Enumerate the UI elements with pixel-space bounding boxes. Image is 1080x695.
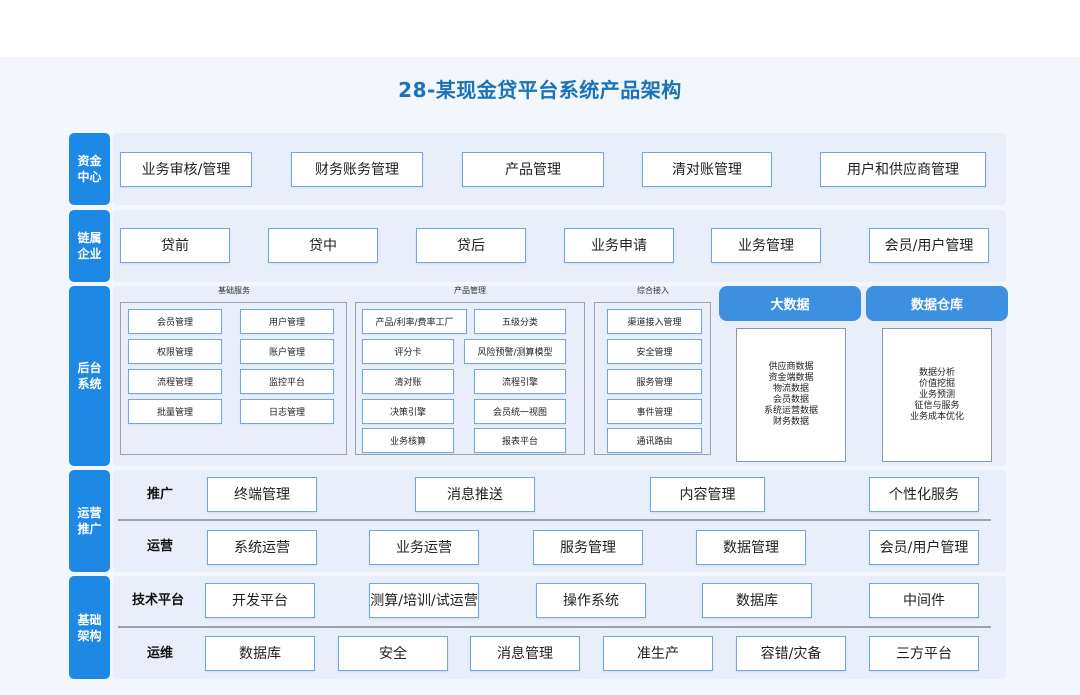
section-label-chain: 链属企业	[69, 210, 110, 282]
operation-item: 业务运营	[369, 530, 479, 565]
product-item: 清对账	[362, 369, 454, 394]
basic-item: 流程管理	[128, 369, 222, 394]
funds-item: 业务审核/管理	[120, 152, 252, 187]
access-item: 事件管理	[607, 399, 702, 424]
section-label-infra: 基础架构	[69, 576, 110, 679]
product-item: 会员统一视图	[474, 399, 566, 424]
promotion-item: 消息推送	[415, 477, 535, 512]
basic-item: 账户管理	[240, 339, 334, 364]
operation-item: 会员/用户管理	[869, 530, 979, 565]
group-product-management	[355, 302, 585, 455]
product-item: 报表平台	[474, 428, 566, 453]
funds-item: 财务账务管理	[291, 152, 423, 187]
row-label-tech-platform: 技术平台	[131, 593, 184, 608]
group-basic-services	[120, 302, 347, 455]
tech-platform-item: 操作系统	[536, 583, 646, 618]
om-item: 安全	[338, 636, 448, 671]
funds-item: 用户和供应商管理	[820, 152, 986, 187]
product-item: 决策引擎	[362, 399, 454, 424]
product-item: 流程引擎	[474, 369, 566, 394]
promotion-item: 个性化服务	[869, 477, 979, 512]
om-item: 三方平台	[869, 636, 979, 671]
data-warehouse-list: 数据分析 价值挖掘 业务预测 征信与服务 业务成本优化	[882, 328, 992, 462]
tech-platform-item: 测算/培训/试运营	[369, 583, 479, 618]
row-label-promotion: 推广	[146, 487, 173, 502]
section-label-backend: 后台系统	[69, 286, 110, 466]
tech-platform-item: 开发平台	[205, 583, 315, 618]
panel-chain	[113, 210, 1006, 282]
group-title-product: 产品管理	[454, 286, 486, 295]
group-title-basic: 基础服务	[218, 286, 250, 295]
access-item: 通讯路由	[607, 428, 702, 453]
tech-platform-item: 中间件	[869, 583, 979, 618]
product-item: 五级分类	[474, 309, 566, 334]
product-item: 风险预警/测算模型	[464, 339, 566, 364]
header-data-warehouse: 数据仓库	[866, 286, 1008, 321]
chain-item: 贷前	[120, 228, 230, 263]
tech-platform-item: 数据库	[702, 583, 812, 618]
access-item: 渠道接入管理	[607, 309, 702, 334]
chain-item: 会员/用户管理	[869, 228, 989, 263]
basic-item: 监控平台	[240, 369, 334, 394]
basic-item: 用户管理	[240, 309, 334, 334]
om-item: 消息管理	[470, 636, 580, 671]
om-item: 容错/灾备	[736, 636, 846, 671]
operation-item: 系统运营	[207, 530, 317, 565]
diagram-title: 28-某现金贷平台系统产品架构	[398, 78, 682, 102]
promotion-item: 终端管理	[207, 477, 317, 512]
section-label-funds: 资金中心	[69, 133, 110, 205]
product-item: 业务核算	[362, 428, 454, 453]
big-data-list: 供应商数据 资金端数据 物流数据 会员数据 系统运营数据 财务数据	[736, 328, 846, 462]
chain-item: 业务管理	[711, 228, 821, 263]
chain-item: 业务申请	[564, 228, 674, 263]
operation-item: 数据管理	[696, 530, 806, 565]
access-item: 安全管理	[607, 339, 702, 364]
om-item: 数据库	[205, 636, 315, 671]
operation-item: 服务管理	[533, 530, 643, 565]
product-item: 产品/利率/费率工厂	[362, 309, 467, 334]
funds-item: 清对账管理	[642, 152, 772, 187]
ops-divider	[118, 519, 991, 521]
basic-item: 日志管理	[240, 399, 334, 424]
basic-item: 会员管理	[128, 309, 222, 334]
chain-item: 贷中	[268, 228, 378, 263]
basic-item: 批量管理	[128, 399, 222, 424]
chain-item: 贷后	[416, 228, 526, 263]
product-item: 评分卡	[362, 339, 454, 364]
group-title-access: 综合接入	[637, 286, 669, 295]
row-label-operation: 运营	[146, 539, 173, 554]
promotion-item: 内容管理	[650, 477, 765, 512]
om-item: 准生产	[603, 636, 713, 671]
header-big-data: 大数据	[719, 286, 861, 321]
access-item: 服务管理	[607, 369, 702, 394]
funds-item: 产品管理	[462, 152, 604, 187]
row-label-om: 运维	[146, 646, 173, 661]
section-label-ops: 运营推广	[69, 470, 110, 572]
infra-divider	[118, 626, 991, 628]
basic-item: 权限管理	[128, 339, 222, 364]
group-integrated-access	[594, 302, 711, 455]
